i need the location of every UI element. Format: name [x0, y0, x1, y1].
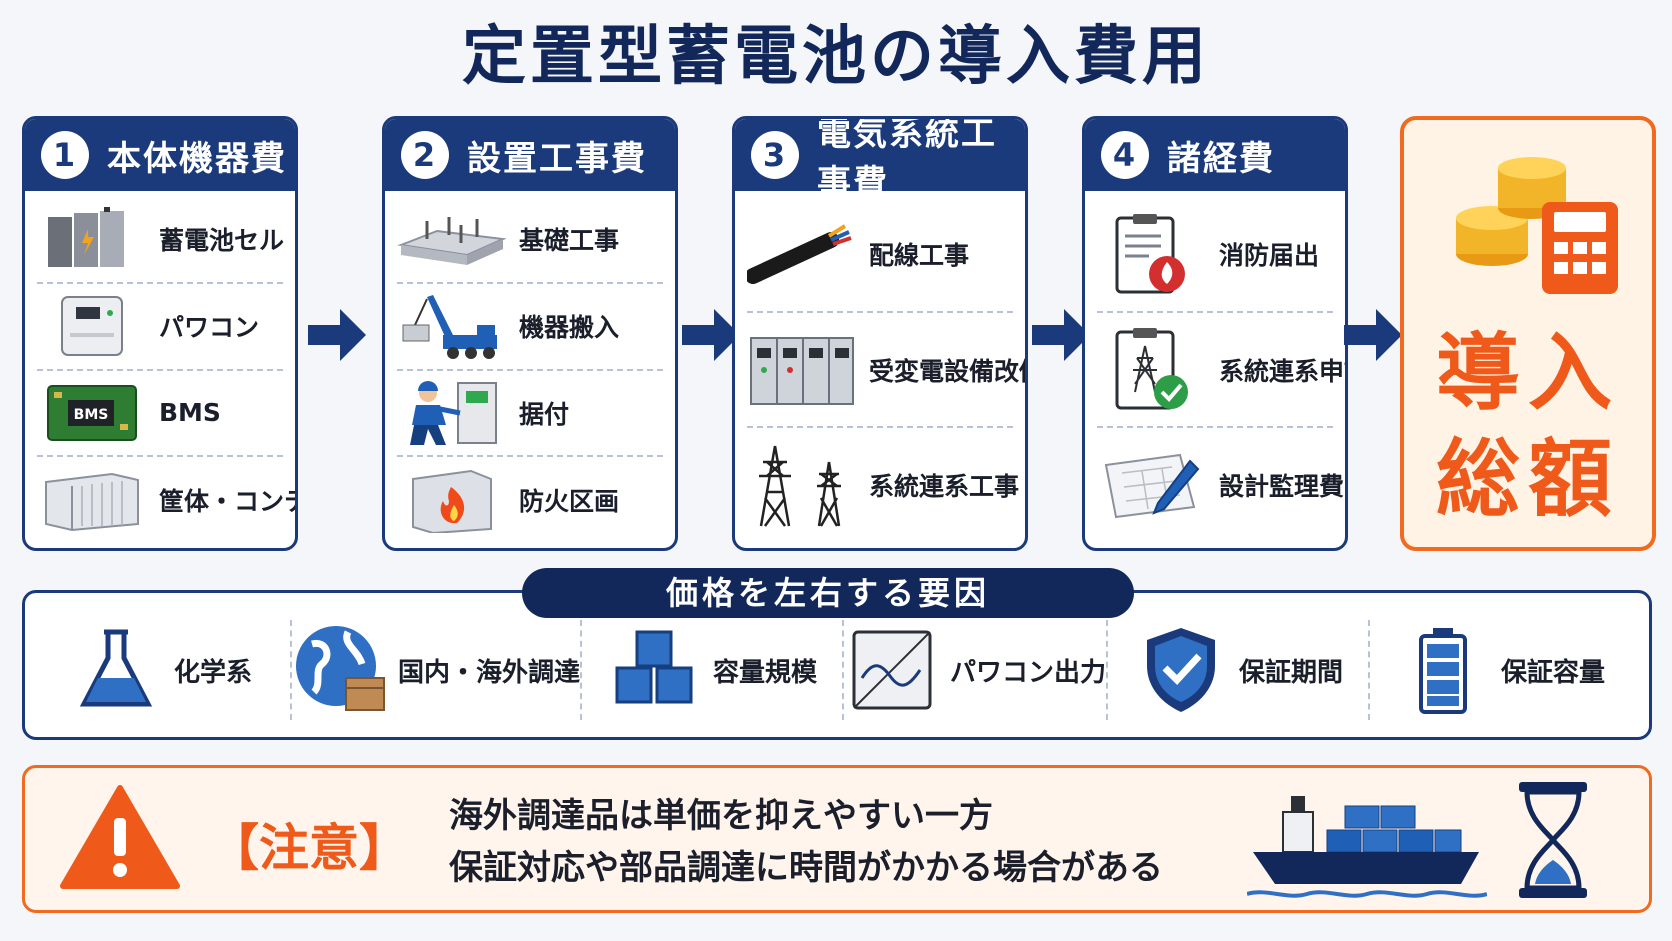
list-item: パワコン	[37, 284, 283, 371]
factor-item: パワコン出力	[844, 620, 1109, 720]
card-header: 4 諸経費	[1085, 119, 1345, 191]
total-line-2: 総額	[1435, 430, 1620, 528]
battery-level-icon	[1419, 628, 1468, 714]
coins-calculator-icon	[1456, 157, 1618, 294]
flask-icon	[79, 629, 153, 707]
factor-item: 国内・海外調達	[292, 620, 583, 720]
list-item: BMS BMS	[37, 371, 283, 458]
item-label: 消防届出	[1219, 240, 1320, 270]
item-label: 配線工事	[869, 240, 970, 270]
price-factors-row: 化学系 国内・海外調達 容量規模 パワコン出力 保証期間	[30, 620, 1630, 720]
total-line-1: 導入	[1435, 324, 1620, 422]
card-electrical: 3 電気系統工事費 配線工事	[732, 116, 1028, 551]
container-icon	[37, 464, 147, 536]
card-misc-expenses: 4 諸経費 消防届出	[1082, 116, 1348, 551]
power-conditioner-icon	[37, 290, 147, 362]
factor-label: 保証容量	[1501, 657, 1606, 688]
price-factors-heading: 価格を左右する要因	[522, 568, 1134, 618]
list-item: 系統連系申請	[1097, 313, 1345, 429]
factor-label: 化学系	[173, 657, 252, 688]
warning-icon	[60, 785, 180, 889]
card-installation: 2 設置工事費 基礎工事	[382, 116, 678, 551]
cargo-ship-icon	[1247, 796, 1487, 898]
factor-item: 保証容量	[1370, 620, 1630, 720]
arrow-right-icon	[1344, 309, 1402, 361]
item-label: 受変電設備改修	[869, 356, 1028, 386]
card-equipment: 1 本体機器費 蓄電池セル パワコン	[22, 116, 298, 551]
list-item: 設計監理費	[1097, 428, 1344, 542]
grid-application-clipboard-icon	[1097, 327, 1207, 409]
list-item: 防火区画	[397, 457, 663, 542]
list-item: 筐体・コンテナ	[37, 457, 295, 542]
list-item: 基礎工事	[397, 197, 663, 284]
inverter-icon	[852, 630, 932, 710]
fire-compartment-icon	[397, 464, 507, 536]
caution-line-1: 海外調達品は単価を抑えやすい一方	[449, 796, 993, 836]
globe-box-icon	[296, 626, 385, 711]
page-title: 定置型蓄電池の導入費用	[462, 20, 1210, 94]
list-item: 機器搬入	[397, 284, 663, 371]
step-number: 2	[401, 131, 449, 179]
caution-line-2: 保証対応や部品調達に時間がかかる場合がある	[449, 848, 1163, 888]
item-label: 設計監理費	[1219, 472, 1345, 502]
step-number: 3	[751, 131, 799, 179]
card-title: 本体機器費	[107, 138, 287, 179]
arrow-right-icon	[308, 309, 366, 361]
foundation-icon	[397, 203, 507, 275]
card-header: 1 本体機器費	[25, 119, 295, 191]
item-label: 蓄電池セル	[159, 226, 285, 256]
factor-label: 容量規模	[713, 657, 818, 688]
list-item: 消防届出	[1097, 197, 1333, 313]
item-label: BMS	[159, 398, 221, 428]
total-cost-panel: 導入 総額	[1400, 116, 1656, 551]
list-item: 系統連系工事	[747, 428, 1019, 542]
factor-label: パワコン出力	[950, 657, 1107, 688]
factor-label: 国内・海外調達	[398, 657, 581, 688]
item-label: 防火区画	[519, 486, 620, 516]
list-item: 蓄電池セル	[37, 197, 285, 284]
worker-install-icon	[397, 377, 507, 449]
cable-icon	[747, 218, 857, 290]
caution-panel: 【注意】 海外調達品は単価を抑えやすい一方 保証対応や部品調達に時間がかかる場合…	[22, 765, 1652, 913]
step-number: 1	[41, 131, 89, 179]
card-title: 設置工事費	[467, 138, 647, 179]
factor-item: 保証期間	[1108, 620, 1371, 720]
card-title: 諸経費	[1167, 138, 1275, 179]
switchgear-icon	[747, 334, 857, 406]
bms-board-icon: BMS	[37, 377, 147, 449]
list-item: 据付	[397, 371, 663, 458]
hourglass-icon	[1519, 782, 1587, 898]
item-label: 系統連系申請	[1219, 356, 1345, 386]
transmission-tower-icon	[747, 445, 857, 527]
item-label: 系統連系工事	[869, 472, 1020, 502]
fire-notice-clipboard-icon	[1097, 213, 1207, 294]
step-number: 4	[1101, 131, 1149, 179]
item-label: 筐体・コンテナ	[159, 486, 295, 516]
card-title: 電気系統工事費	[817, 116, 997, 203]
factor-item: 化学系	[30, 620, 292, 720]
factor-item: 容量規模	[582, 620, 845, 720]
caution-title: 【注意】	[209, 819, 409, 877]
item-label: 据付	[519, 399, 570, 429]
arrow-right-icon	[682, 309, 740, 361]
item-label: パワコン	[159, 313, 260, 343]
crane-icon	[397, 290, 507, 362]
list-item: 配線工事	[747, 197, 1013, 313]
battery-cells-icon	[37, 203, 147, 275]
item-label: 基礎工事	[519, 226, 620, 256]
card-header: 3 電気系統工事費	[735, 119, 1025, 203]
blueprint-pen-icon	[1097, 449, 1207, 521]
item-label: 機器搬入	[519, 313, 620, 343]
list-item: 受変電設備改修	[747, 313, 1025, 429]
arrow-right-icon	[1032, 309, 1090, 361]
factor-label: 保証期間	[1239, 657, 1344, 688]
card-header: 2 設置工事費	[385, 119, 675, 191]
cubes-icon	[615, 630, 693, 704]
shield-check-icon	[1147, 628, 1216, 712]
bms-chip-text: BMS	[74, 407, 109, 423]
